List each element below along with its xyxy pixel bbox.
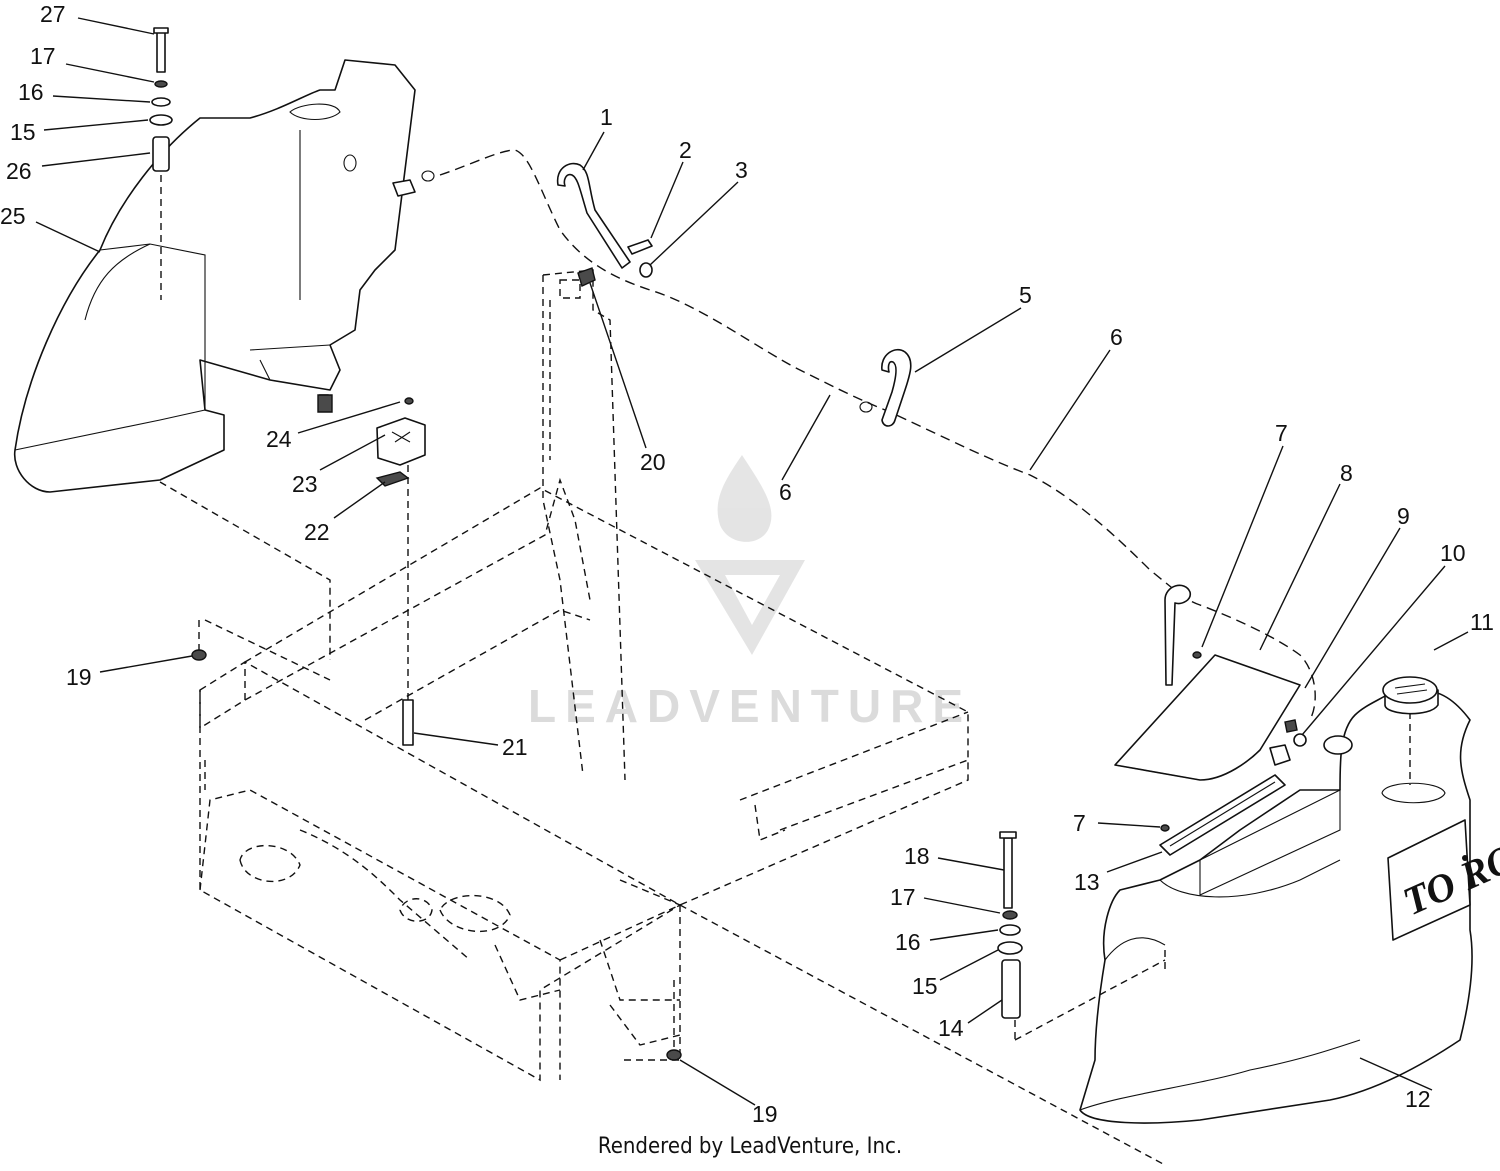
- vent-hose-route: [439, 149, 1316, 721]
- screw-lower: [1160, 824, 1170, 832]
- flame-icon: [717, 455, 772, 542]
- callout-25: 25: [0, 203, 26, 229]
- callout-14: 14: [938, 1015, 964, 1041]
- callout-21: 21: [502, 734, 528, 760]
- callouts: 27 17 16 15 26 25 1 2 3 20 5 6 6 24 23 2…: [0, 1, 1494, 1127]
- callout-13: 13: [1074, 869, 1100, 895]
- callout-19a: 19: [66, 664, 92, 690]
- retaining-clip: [577, 267, 596, 287]
- left-fuel-tank: [13, 59, 416, 493]
- grommet: [1284, 719, 1298, 733]
- callout-18: 18: [904, 843, 930, 869]
- callout-20: 20: [640, 449, 666, 475]
- hose-clamp-left: [421, 170, 435, 182]
- callout-9: 9: [1397, 503, 1410, 529]
- chassis-frame: [199, 269, 969, 1082]
- callout-12: 12: [1405, 1086, 1431, 1112]
- vent-tube: [556, 162, 631, 269]
- fuel-cap: [1382, 676, 1439, 715]
- tank-bolt: [317, 394, 333, 413]
- callout-16b: 16: [895, 929, 921, 955]
- elbow-fitting: [1269, 744, 1291, 766]
- callout-6a: 6: [779, 479, 792, 505]
- callout-7b: 7: [1073, 810, 1086, 836]
- watermark: LEADVENTURE: [528, 455, 972, 732]
- callout-17b: 17: [890, 884, 916, 910]
- hinge-line: [1169, 781, 1276, 847]
- hose-clamp: [639, 262, 653, 278]
- tank-opening: [1323, 735, 1353, 755]
- hose-loop: [881, 348, 912, 427]
- callout-7a: 7: [1275, 420, 1288, 446]
- callout-1: 1: [600, 104, 613, 130]
- callout-24: 24: [266, 426, 292, 452]
- callout-15: 15: [10, 119, 36, 145]
- check-valve: [627, 239, 653, 255]
- callout-17: 17: [30, 43, 56, 69]
- callout-10: 10: [1440, 540, 1466, 566]
- callout-23: 23: [292, 471, 318, 497]
- flange-nut-left: [191, 649, 207, 661]
- screw-top: [1192, 651, 1202, 659]
- callout-19b: 19: [752, 1101, 778, 1127]
- bumper-assembly: [375, 397, 426, 746]
- hose-clamp-mid: [859, 401, 873, 413]
- clamp-right: [1293, 733, 1307, 747]
- render-credit: Rendered by LeadVenture, Inc.: [597, 1134, 903, 1159]
- callout-6b: 6: [1110, 324, 1123, 350]
- left-mount-hardware: [149, 27, 173, 300]
- right-mount-hardware: [997, 831, 1166, 1041]
- flange-nut-bottom: [666, 1049, 682, 1061]
- callout-5: 5: [1019, 282, 1032, 308]
- callout-11: 11: [1470, 609, 1494, 635]
- vent-tube-right: [1164, 584, 1192, 686]
- callout-27: 27: [40, 1, 66, 27]
- callout-15b: 15: [912, 973, 938, 999]
- tank-cover: [1114, 654, 1301, 781]
- callout-22: 22: [304, 519, 330, 545]
- left-tank-fitting: [392, 179, 416, 197]
- callout-3: 3: [735, 157, 748, 183]
- callout-2: 2: [679, 137, 692, 163]
- callout-26: 26: [6, 158, 32, 184]
- callout-16: 16: [18, 79, 44, 105]
- toro-logo-plate: [1387, 819, 1471, 941]
- v-logo-icon: [695, 560, 805, 655]
- mount-guide-line: [679, 904, 1166, 1166]
- callout-8: 8: [1340, 460, 1353, 486]
- right-fuel-tank: TO RO: [1079, 689, 1500, 1124]
- watermark-text: LEADVENTURE: [528, 680, 972, 732]
- leader-lines: [35, 17, 1469, 1106]
